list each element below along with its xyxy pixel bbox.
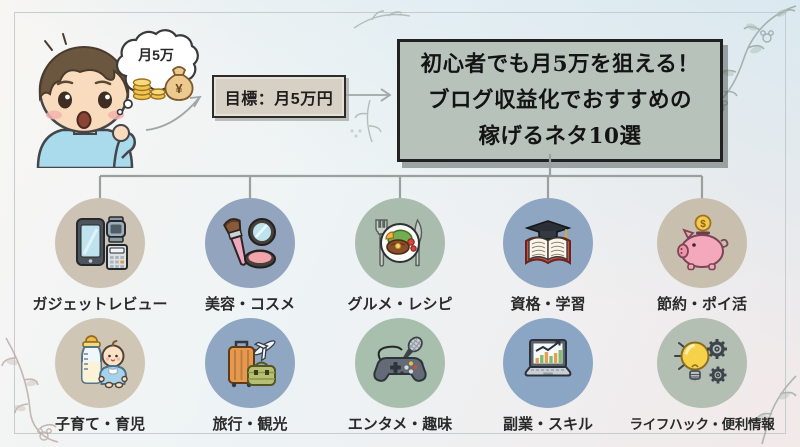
boy-mouth xyxy=(76,111,92,129)
leaf-sprig-middle-icon xyxy=(350,99,382,143)
thought-trail-dot xyxy=(123,99,133,109)
topic-circle xyxy=(355,198,445,288)
lifehack-info-icon xyxy=(674,339,727,384)
leaf-sprig-top-icon xyxy=(353,10,411,29)
topic-parenting-childcare: 子育て・育児 xyxy=(20,318,180,434)
boy-hand xyxy=(112,124,130,142)
goal-label: 目標：月5万円 xyxy=(224,90,334,108)
topic-label: グルメ・レシピ xyxy=(347,296,453,313)
travel-sightseeing-icon xyxy=(228,340,276,388)
thought-bubble: 月5万 ¥ xyxy=(115,29,199,116)
beauty-cosmetics-icon xyxy=(223,218,276,269)
topic-label: 資格・学習 xyxy=(510,296,586,313)
topic-label: エンタメ・趣味 xyxy=(347,416,453,433)
topic-circle xyxy=(205,198,295,288)
topic-gadget-review: ガジェットレビュー xyxy=(20,198,180,314)
title-line-1: 初心者でも月5万を狙える！ xyxy=(420,51,700,77)
goal-label-box: 目標：月5万円 xyxy=(212,75,346,118)
floral-corner-bottom-left-icon xyxy=(1,337,59,443)
floral-corner-top-right-icon xyxy=(712,5,797,113)
gadget-review-icon xyxy=(76,216,128,270)
coin-stack-icon xyxy=(132,78,166,101)
topic-label: 旅行・観光 xyxy=(212,416,288,433)
topic-side-job-skill: 副業・スキル xyxy=(468,318,628,434)
topic-label: ガジェットレビュー xyxy=(32,296,168,313)
curved-arrow-icon xyxy=(145,95,202,131)
topic-circle xyxy=(205,318,295,408)
piggy-bank-icon: $ xyxy=(677,214,729,271)
topic-lifehack-info: ライフハック・便利情報 xyxy=(622,318,782,433)
topic-entertainment-hobby: エンタメ・趣味 xyxy=(320,318,480,434)
arrow-to-title-icon xyxy=(346,88,392,102)
topic-circle: $ xyxy=(657,198,747,288)
topic-circle xyxy=(55,198,145,288)
money-bag-symbol: ¥ xyxy=(175,81,183,96)
boy-shirt xyxy=(36,128,134,168)
topic-label: ライフハック・便利情報 xyxy=(629,417,775,432)
topic-circle xyxy=(503,318,593,408)
thought-bubble-text: 月5万 xyxy=(137,47,174,63)
topic-saving-points: $ 節約・ポイ活 xyxy=(622,198,782,314)
topic-label: 節約・ポイ活 xyxy=(656,296,747,313)
coin-symbol: $ xyxy=(700,219,706,230)
topic-qualifications-learning: 資格・学習 xyxy=(468,198,628,314)
money-bag-icon: ¥ xyxy=(164,66,194,101)
topic-circle xyxy=(355,318,445,408)
topic-circle xyxy=(503,198,593,288)
qualifications-learning-icon xyxy=(524,220,572,265)
entertainment-hobby-icon xyxy=(373,336,427,382)
topic-label: 副業・スキル xyxy=(502,416,593,433)
thinking-boy-illustration xyxy=(36,33,136,168)
topic-label: 美容・コスメ xyxy=(204,296,295,313)
topic-circle xyxy=(657,318,747,408)
gourmet-recipe-icon xyxy=(375,218,423,267)
connector-lines xyxy=(98,154,704,200)
topic-travel-sightseeing: 旅行・観光 xyxy=(170,318,330,434)
boy-hair xyxy=(38,46,130,102)
topic-circle xyxy=(55,318,145,408)
floral-corner-bottom-right-icon xyxy=(756,375,797,445)
thought-trail-dot xyxy=(116,108,124,116)
title-line-2: ブログ収益化でおすすめの xyxy=(427,87,692,113)
parenting-childcare-icon xyxy=(81,335,128,389)
topic-label: 子育て・育児 xyxy=(54,416,145,433)
title-line-3: 稼げるネタ10選 xyxy=(478,123,642,149)
topic-beauty-cosmetics: 美容・コスメ xyxy=(170,198,330,314)
topic-gourmet-recipe: グルメ・レシピ xyxy=(320,198,480,314)
side-job-skill-icon xyxy=(524,339,572,377)
title-box: 初心者でも月5万を狙える！ ブログ収益化でおすすめの 稼げるネタ10選 xyxy=(397,39,723,162)
